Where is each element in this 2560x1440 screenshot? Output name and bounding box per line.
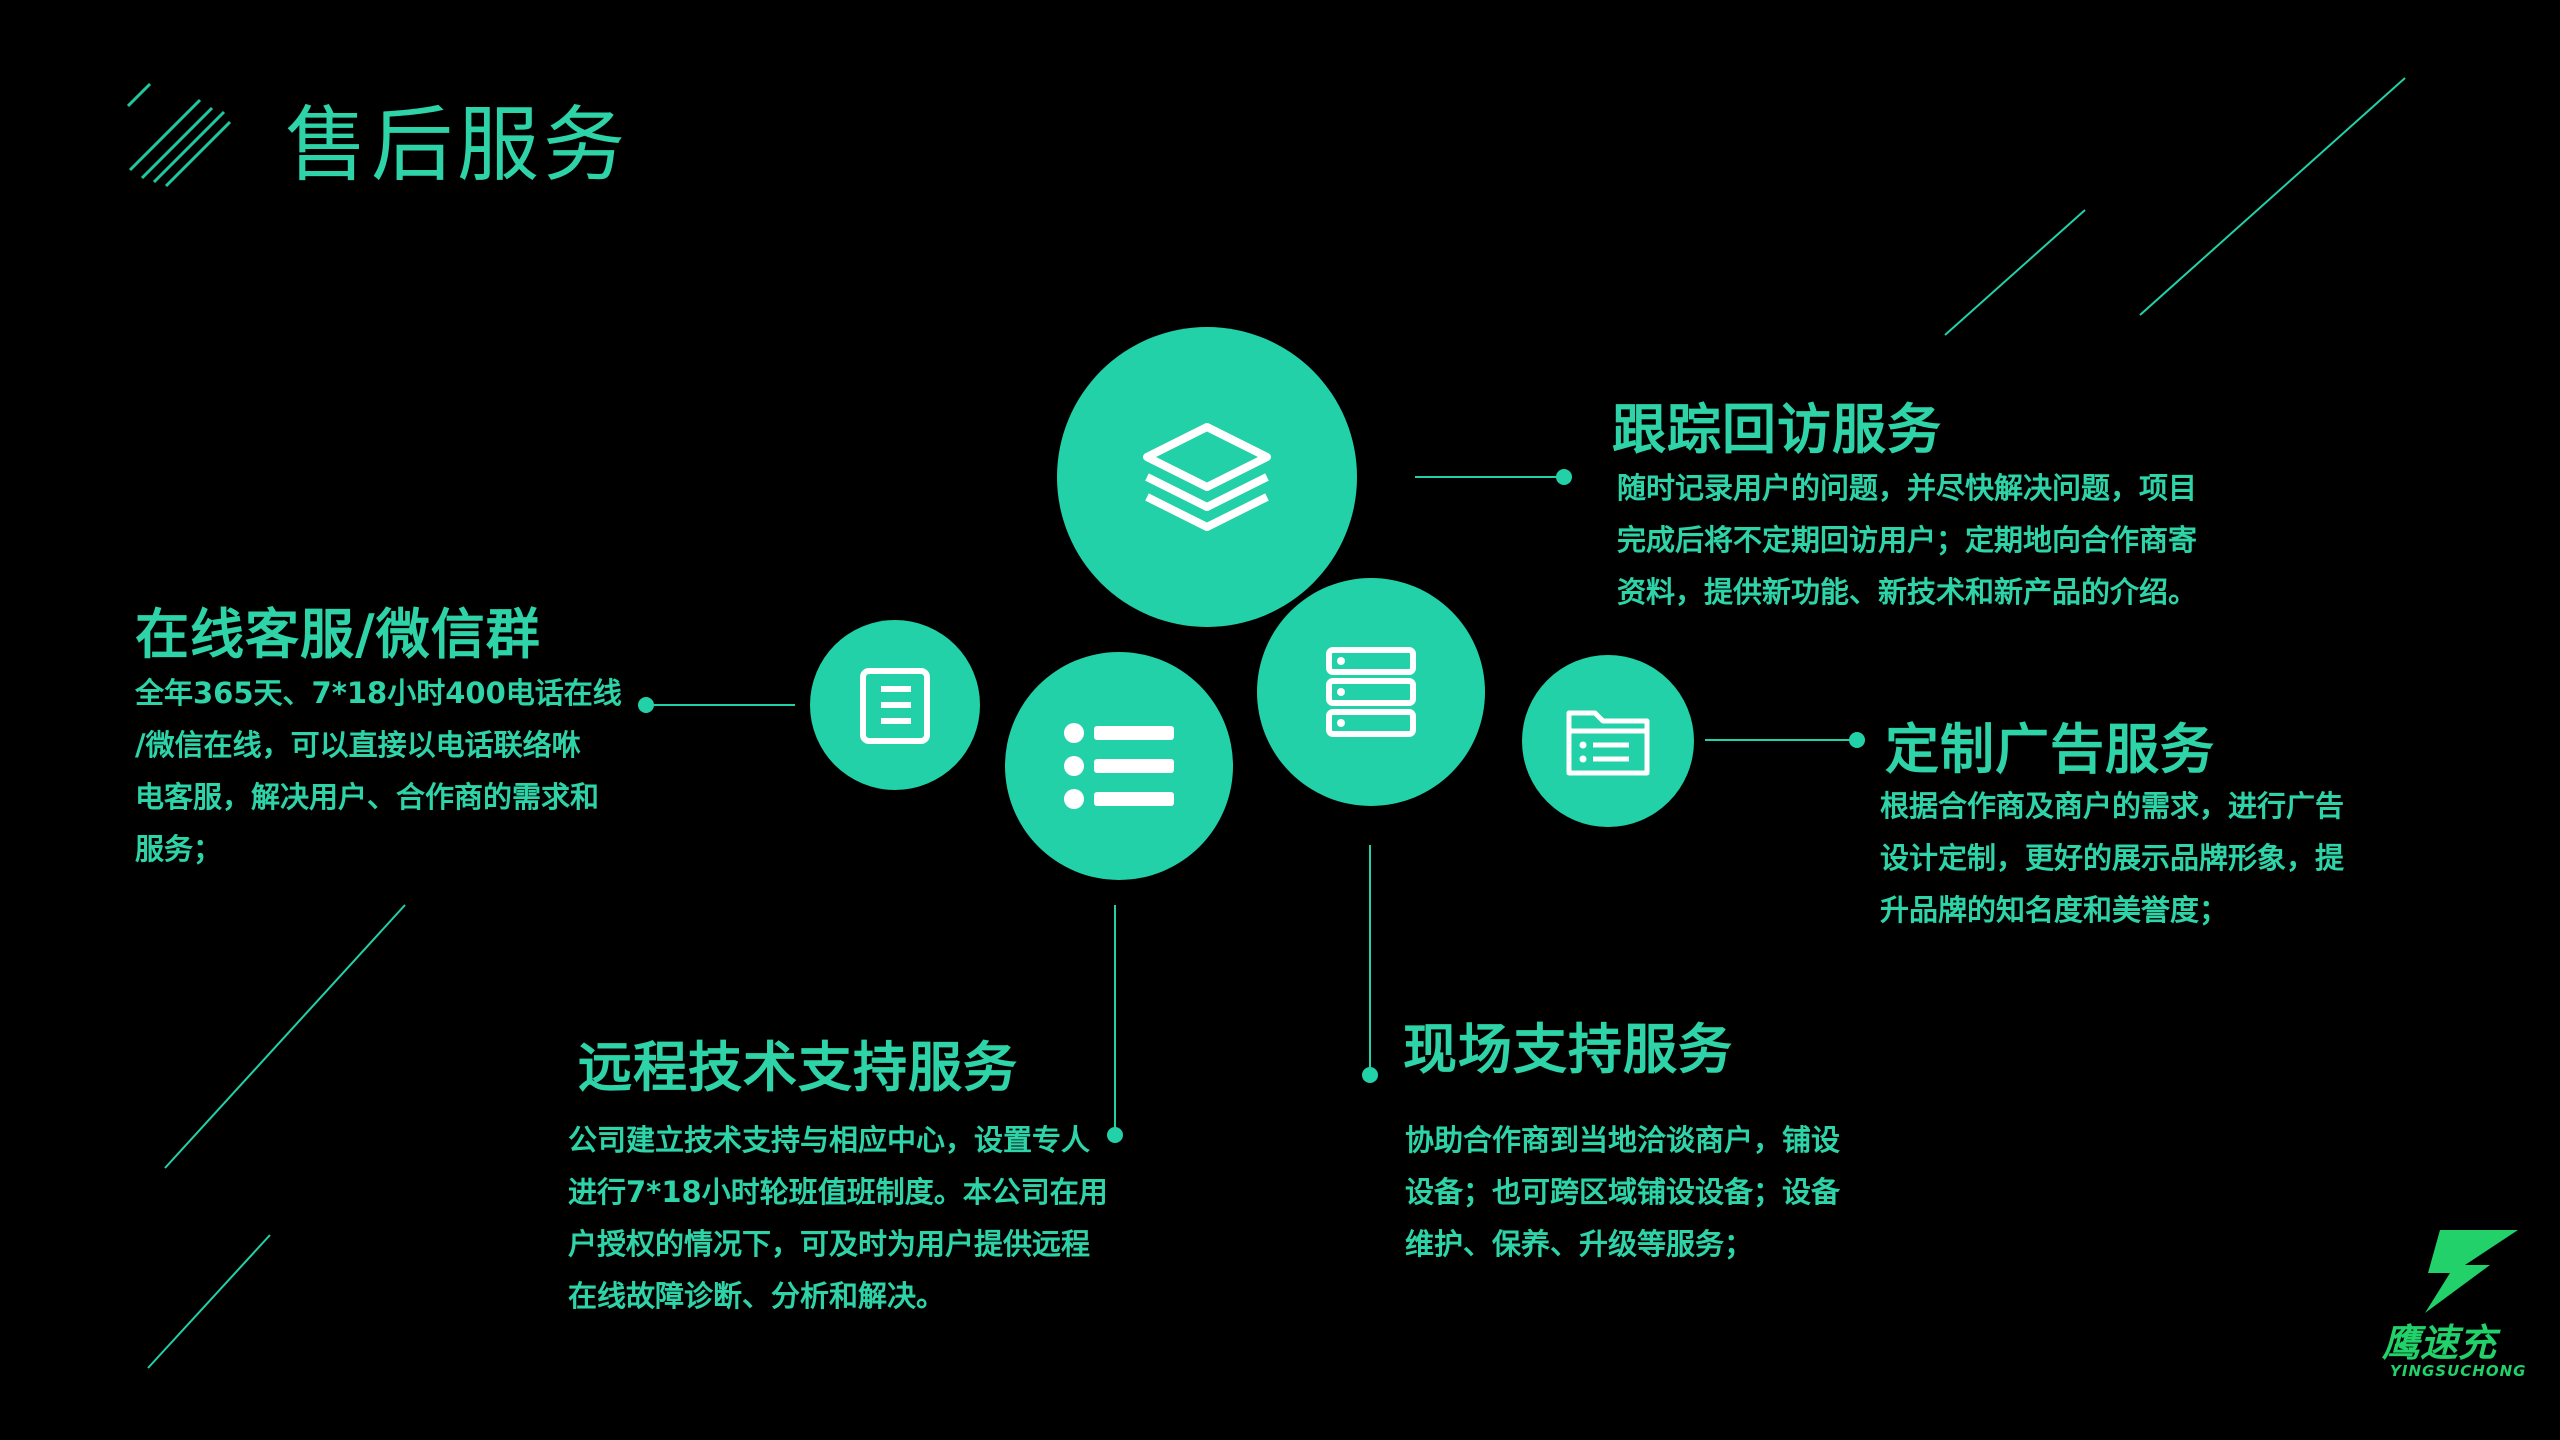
ads-circle: [1522, 655, 1694, 827]
tracking-description: 随时记录用户的问题，并尽快解决问题，项目 完成后将不定期回访用户；定期地向合作商…: [1617, 471, 2198, 609]
tracking-title: 跟踪回访服务: [1612, 398, 1942, 461]
onsite-circle: [1257, 578, 1485, 806]
logo-name: 鹰速充: [2382, 1321, 2497, 1365]
remote-title: 远程技术支持服务: [578, 1036, 1018, 1099]
online-title: 在线客服/微信群: [135, 603, 541, 666]
remote-circle: [1005, 652, 1233, 880]
online-circle: [810, 620, 980, 790]
server-icon: [1326, 647, 1416, 737]
ads-description: 根据合作商及商户的需求，进行广告 设计定制，更好的展示品牌形象，提 升品牌的知名…: [1880, 789, 2345, 927]
tracking-circle: [1057, 327, 1357, 627]
ads-title: 定制广告服务: [1885, 718, 2215, 781]
folder-icon: [1566, 710, 1650, 776]
onsite-title: 现场支持服务: [1403, 1018, 1733, 1081]
page-title: 售后服务: [285, 98, 630, 193]
lightning-icon: [2420, 1225, 2520, 1315]
layers-icon: [1143, 423, 1271, 531]
title-stripes-icon: [120, 70, 240, 190]
logo-subtitle: YINGSUCHONG: [2390, 1362, 2527, 1380]
document-icon: [860, 668, 930, 744]
onsite-description: 协助合作商到当地洽谈商户，铺设 设备；也可跨区域铺设设备；设备 维护、保养、升级…: [1405, 1123, 1841, 1261]
online-description: 全年365天、7*18小时400电话在线 /微信在线，可以直接以电话联络咻 电客…: [135, 676, 622, 866]
remote-description: 公司建立技术支持与相应中心，设置专人 进行7*18小时轮班值班制度。本公司在用 …: [568, 1123, 1108, 1313]
list-icon: [1064, 723, 1174, 809]
